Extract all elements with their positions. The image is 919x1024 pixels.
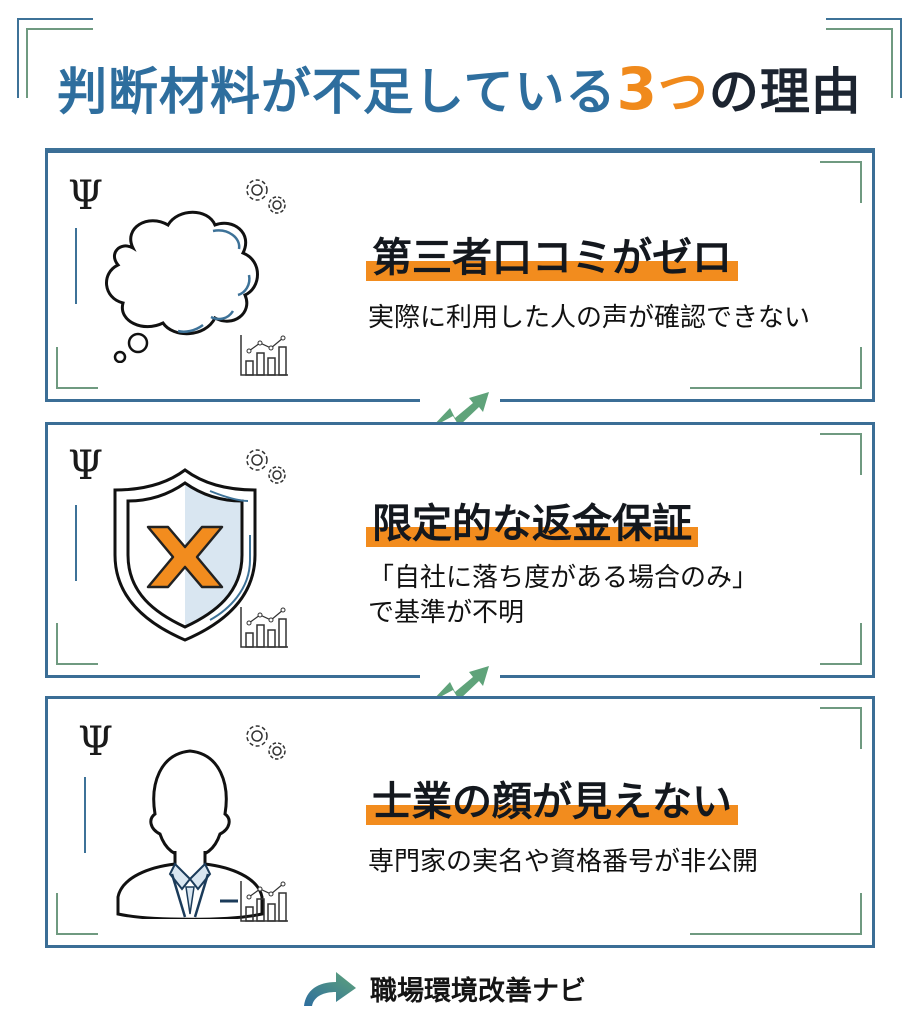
reason-heading: 第三者口コミがゼロ [366,225,738,283]
accent-line [75,505,77,581]
reason-heading-wrap: 士業の顔が見えない [366,769,738,827]
corner-bracket [690,893,862,935]
bar-chart-icon [240,881,288,922]
reason-description: 「自社に落ち度がある場合のみ」 で基準が不明 [368,563,759,629]
corner-bracket [56,623,98,665]
reason-heading-wrap: 第三者口コミがゼロ [366,225,738,283]
reason-card-1: Ψ 第三者口コミがゼロ 実際に利用した人の声が確認できない [45,150,875,402]
footer-brand: 職場環境改善ナビ [300,968,586,1008]
brand-name: 職場環境改善ナビ [370,975,586,1007]
reason-description: 専門家の実名や資格番号が非公開 [368,847,759,877]
reason-card-2: Ψ 限定的な返金保証 「自社に落ち度がある場合のみ」 で基準が不明 [45,422,875,678]
corner-bracket [690,347,862,389]
corner-bracket [820,433,862,475]
trend-arrow-icon [431,392,489,428]
reason-card-3: Ψ 士業の顔が見えない 専門家の実名や資格番号が非公開 [45,696,875,948]
corner-bracket [820,161,862,203]
accent-line [75,228,77,304]
title-text-main: 判断材料が不足している [57,63,617,121]
corner-bracket [820,707,862,749]
bar-chart-icon [240,335,288,376]
psi-icon: Ψ [78,719,114,765]
accent-line [84,777,86,853]
corner-bracket [56,347,98,389]
psi-icon: Ψ [68,443,104,489]
title-frame-brackets [17,18,902,150]
bar-chart-icon [240,607,288,648]
gears-icon [246,725,286,760]
businessperson-icon [116,749,264,919]
psi-icon: Ψ [68,173,104,219]
title-counter: つ [657,63,709,121]
reason-heading-wrap: 限定的な返金保証 [366,491,698,549]
curved-arrow-logo-icon [304,972,356,1006]
trend-arrow-icon [431,666,489,702]
corner-bracket [56,893,98,935]
reason-heading: 限定的な返金保証 [366,491,698,549]
shield-x-icon [113,468,257,642]
gears-icon [246,179,286,214]
reason-heading: 士業の顔が見えない [366,769,738,827]
title-number: 3 [616,55,658,123]
gears-icon [246,449,286,484]
reason-description: 実際に利用した人の声が確認できない [368,303,811,333]
corner-bracket [820,623,862,665]
page-title: 判断材料が不足している3つの理由 [0,52,919,124]
thought-cloud-icon [105,210,259,363]
title-text-end: の理由 [708,63,862,121]
